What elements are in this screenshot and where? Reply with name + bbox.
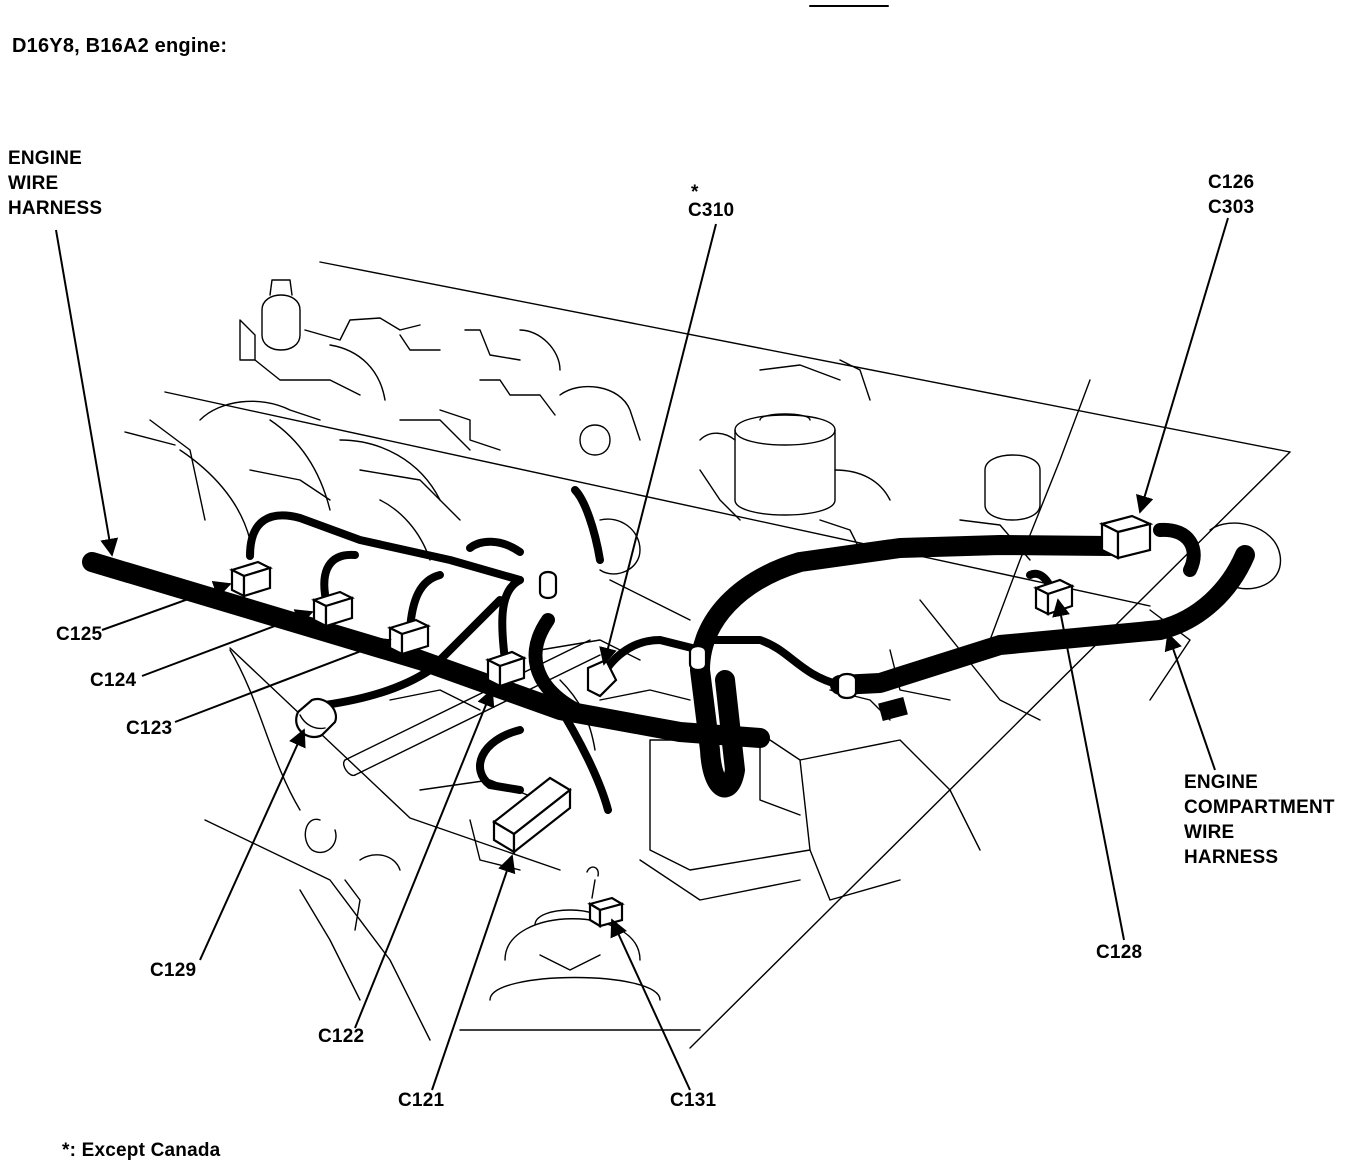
label-c310-marker: *	[691, 182, 699, 203]
label-c125: C125	[56, 624, 103, 645]
label-c121: C121	[398, 1090, 445, 1111]
label-c303: C303	[1208, 197, 1255, 218]
footnote: *: Except Canada	[62, 1140, 221, 1161]
label-c131: C131	[670, 1090, 717, 1111]
label-engine-wire-harness: ENGINE WIRE HARNESS	[8, 146, 102, 221]
connector-c129-shape	[295, 697, 338, 738]
label-engine-wire-harness-line1: ENGINE	[8, 148, 83, 169]
label-c124: C124	[90, 670, 137, 691]
label-c126: C126	[1208, 172, 1255, 193]
page-title: D16Y8, B16A2 engine:	[12, 35, 228, 57]
leader-c129	[199, 728, 306, 961]
connector-c126-c303-shape	[1098, 514, 1154, 560]
leader-engine-wire-harness	[55, 229, 119, 557]
connector-c124-shape	[311, 590, 355, 628]
leader-c126-c303	[1136, 217, 1229, 514]
label-engine-wire-harness-line3: HARNESS	[8, 198, 103, 219]
leader-engine-compartment-wire-harness	[1164, 632, 1216, 771]
connector-c123-shape	[387, 618, 431, 656]
leader-c122	[354, 688, 495, 1029]
engine-wire-harness	[82, 486, 770, 814]
leader-c123	[174, 637, 392, 723]
leader-c310	[599, 223, 717, 666]
label-c123: C123	[126, 718, 173, 739]
leader-c124	[141, 609, 314, 677]
label-c122: C122	[318, 1026, 365, 1047]
leader-c125	[101, 581, 232, 631]
label-c128: C128	[1096, 942, 1143, 963]
engine-compartment-wire-harness	[690, 522, 1255, 798]
label-ecwh-line1: ENGINE	[1184, 772, 1259, 793]
label-ecwh-line2: COMPARTMENT	[1184, 797, 1335, 818]
connector-c125-shape	[229, 560, 273, 598]
label-ecwh-line3: WIRE	[1184, 822, 1235, 843]
connector-c128-shape	[1033, 578, 1075, 616]
connector-c121-shape	[492, 776, 572, 855]
label-c310: C310	[688, 200, 735, 221]
leader-c121	[431, 854, 516, 1091]
connector-c122-shape	[485, 650, 527, 688]
leader-lines	[55, 217, 1229, 1091]
label-engine-wire-harness-line2: WIRE	[8, 173, 59, 194]
leader-c128	[1052, 598, 1125, 941]
small-clamp-shapes	[538, 570, 858, 700]
label-ecwh-line4: HARNESS	[1184, 847, 1279, 868]
leader-c131	[610, 918, 691, 1091]
connector-c131-shape	[586, 866, 625, 928]
label-c126-c303: C126 C303	[1208, 170, 1254, 220]
label-engine-compartment-wire-harness: ENGINE COMPARTMENT WIRE HARNESS	[1184, 770, 1335, 870]
label-c129: C129	[150, 960, 197, 981]
